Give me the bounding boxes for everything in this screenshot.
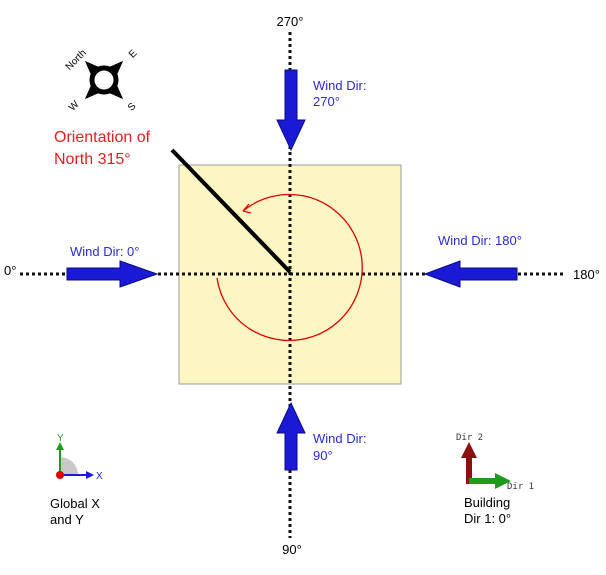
wind-arrow-90 bbox=[276, 401, 306, 471]
wind-arrow-270 bbox=[276, 69, 306, 152]
global-y-label: Y bbox=[57, 433, 64, 444]
global-x-label: X bbox=[96, 471, 103, 482]
axis-label-bottom: 90° bbox=[282, 542, 302, 557]
building-caption-line1: Building bbox=[464, 495, 510, 510]
building-caption-line2: Dir 1: 0° bbox=[464, 511, 511, 526]
wind-label-0: Wind Dir: 0° bbox=[70, 244, 140, 259]
compass-west-label: W bbox=[67, 99, 82, 114]
global-axes-icon bbox=[56, 442, 94, 479]
compass-east-label: E bbox=[127, 48, 140, 61]
wind-label-180: Wind Dir: 180° bbox=[438, 233, 522, 248]
orientation-label-line2: North 315° bbox=[54, 151, 131, 168]
orientation-label-line1: Orientation of bbox=[54, 129, 151, 146]
axis-label-right: 180° bbox=[573, 267, 600, 282]
wind-label-270-line2: 270° bbox=[313, 94, 340, 109]
north-orientation-line bbox=[170, 148, 292, 274]
rotation-arc bbox=[216, 193, 363, 342]
building-direction-icon bbox=[461, 442, 511, 489]
compass-north-label: North bbox=[64, 48, 89, 73]
global-caption-line1: Global X bbox=[50, 496, 100, 511]
global-caption-line2: and Y bbox=[50, 512, 84, 527]
compass-rose-icon bbox=[84, 60, 124, 100]
wind-arrow-0 bbox=[66, 260, 159, 288]
wind-arrow-180 bbox=[423, 260, 518, 288]
building-dir2-label: Dir 2 bbox=[456, 433, 483, 443]
axis-label-left: 0° bbox=[4, 263, 16, 278]
building-dir1-label: Dir 1 bbox=[507, 482, 534, 492]
axis-label-top: 270° bbox=[277, 14, 304, 29]
wind-label-270-line1: Wind Dir: bbox=[313, 78, 366, 93]
rotation-arc-arrowhead bbox=[242, 203, 252, 214]
wind-label-90-line2: 90° bbox=[313, 448, 333, 463]
wind-label-90-line1: Wind Dir: bbox=[313, 431, 366, 446]
compass-south-label: S bbox=[126, 101, 139, 114]
